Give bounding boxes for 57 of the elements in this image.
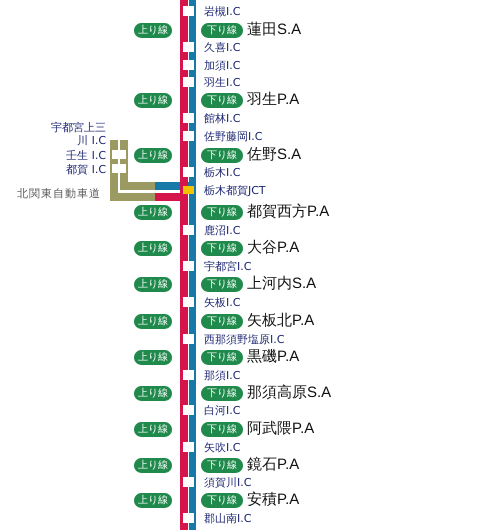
rest-area-name: 佐野S.A (247, 146, 302, 164)
interchange-name: 都賀 I.C (66, 162, 106, 176)
direction-badge: 下り線 (201, 148, 243, 163)
direction-badge: 下り線 (201, 350, 243, 365)
interchange-name: 鹿沼I.C (204, 224, 240, 236)
interchange-name: 久喜I.C (204, 40, 240, 54)
direction-badge: 上り線 (134, 422, 172, 437)
direction-badge: 下り線 (201, 277, 243, 292)
interchange-name: 須賀川I.C (204, 476, 252, 488)
road-name: 北関東自動車道 (17, 186, 101, 200)
interchange-name: 白河I.C (204, 404, 240, 416)
direction-badge: 下り線 (201, 458, 243, 473)
interchange-name: 岩槻I.C (204, 4, 240, 18)
rest-area-name: 上河内S.A (247, 275, 316, 293)
direction-badge: 下り線 (201, 422, 243, 437)
direction-badge: 下り線 (201, 241, 243, 256)
interchange-name: 館林I.C (204, 112, 240, 124)
direction-badge: 上り線 (134, 386, 172, 401)
direction-badge: 下り線 (201, 493, 243, 508)
interchange-name: 矢吹I.C (204, 440, 240, 454)
direction-badge: 上り線 (134, 93, 172, 108)
interchange-name: 矢板I.C (204, 296, 240, 308)
direction-badge: 上り線 (134, 277, 172, 292)
direction-badge: 上り線 (134, 493, 172, 508)
direction-badge: 下り線 (201, 23, 243, 38)
direction-badge: 上り線 (134, 458, 172, 473)
interchange-name: 宇都宮上三川 I.C (50, 121, 106, 147)
direction-badge: 下り線 (201, 314, 243, 329)
rest-area-name: 矢板北P.A (247, 312, 314, 330)
direction-badge: 上り線 (134, 314, 172, 329)
interchange-name: 壬生 I.C (66, 148, 106, 162)
direction-badge: 上り線 (134, 350, 172, 365)
direction-badge: 下り線 (201, 93, 243, 108)
interchange-name: 栃木I.C (204, 166, 240, 178)
interchange-name: 佐野藤岡I.C (204, 130, 262, 142)
rest-area-name: 鏡石P.A (247, 456, 300, 474)
junction-name: 栃木都賀JCT (204, 184, 266, 196)
interchange-name: 那須I.C (204, 368, 240, 382)
rest-area-name: 大谷P.A (247, 239, 300, 257)
interchange-name: 西那須野塩原I.C (204, 332, 284, 346)
rest-area-name: 阿武隈P.A (247, 420, 314, 438)
rest-area-name: 黒磯P.A (247, 348, 300, 366)
rest-area-name: 都賀西方P.A (247, 203, 330, 221)
rest-area-name: 那須高原S.A (247, 384, 332, 402)
rest-area-name: 蓮田S.A (247, 21, 302, 39)
direction-badge: 上り線 (134, 148, 172, 163)
rest-area-name: 安積P.A (247, 491, 300, 509)
interchange-name: 羽生I.C (204, 76, 240, 88)
direction-badge: 下り線 (201, 386, 243, 401)
direction-badge: 上り線 (134, 23, 172, 38)
direction-badge: 上り線 (134, 205, 172, 220)
interchange-name: 郡山南I.C (204, 512, 252, 524)
direction-badge: 上り線 (134, 241, 172, 256)
interchange-name: 宇都宮I.C (204, 260, 252, 272)
interchange-name: 加須I.C (204, 58, 240, 72)
rest-area-name: 羽生P.A (247, 91, 300, 109)
direction-badge: 下り線 (201, 205, 243, 220)
